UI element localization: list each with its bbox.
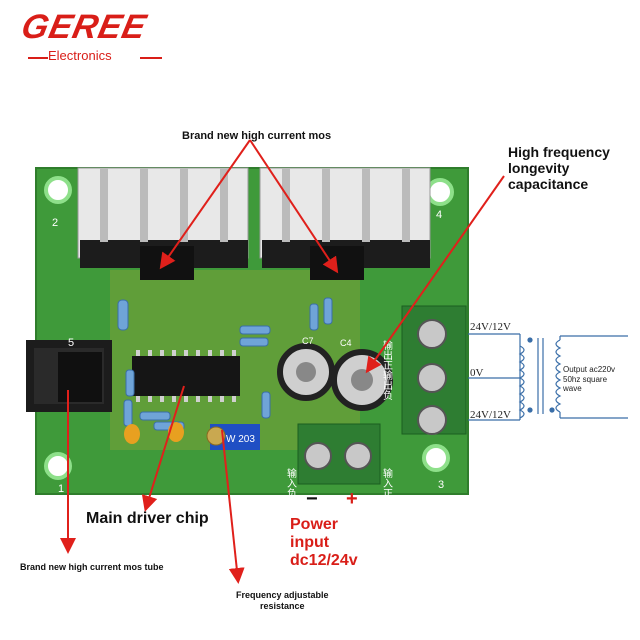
label-mos-tube: Brand new high current mos tube [20,562,164,572]
label-mos-top: Brand new high current mos [182,130,332,142]
label-power-2: input [290,534,330,551]
label-power-3: dc12/24v [290,552,358,569]
pot-label: W 203 [226,434,255,445]
transformer-output-1: Output ac220v [563,365,615,374]
mos-5-label: 5 [68,337,74,349]
brand-subtitle: Electronics [48,48,112,63]
label-freq-1: Frequency adjustable [236,590,329,600]
label-freq-2: resistance [260,601,305,611]
label-power-input: Power input dc12/24v [290,516,358,570]
plus-sign: + [346,488,358,510]
corner-3: 3 [438,479,444,491]
mounting-holes [44,176,454,480]
brand-logo: GEREE Electronics [8,6,208,66]
output-terminal-block [401,305,467,435]
label-capacitance: High frequency longevity capacitance [508,144,610,192]
label-power-1: Power [290,516,339,533]
transformer-output-3: wave [562,384,582,393]
label-driver-chip: Main driver chip [86,510,209,527]
transformer-schematic [468,333,628,421]
transformer-left-top: 24V/12V [470,321,511,333]
corner-1: 1 [58,483,64,495]
logo-line-right [140,57,162,59]
annotation-arrows [60,139,505,584]
input-pos-silk: 输入正 [381,467,393,498]
input-terminal-block [297,423,381,485]
cap-c4-label: C4 [340,338,352,348]
transformer-output-2: 50hz square [563,375,608,384]
driver-chip [132,356,240,396]
logo-line-left [28,57,48,59]
label-capacitance-3: capacitance [508,176,589,192]
transformer-left-bottom: 24V/12V [470,409,511,421]
minus-sign: − [306,488,318,510]
cap-c7-label: C7 [302,336,314,346]
corner-2: 2 [52,217,58,229]
transformer-left-mid: 0V [470,367,484,379]
label-capacitance-2: longevity [508,160,570,176]
top-heatsinks [77,167,431,280]
output-silk: 输出正输出负 [381,339,393,401]
label-capacitance-1: High frequency [508,144,610,160]
label-freq-resistance: Frequency adjustable resistance [236,590,329,612]
corner-4: 4 [436,209,442,221]
input-neg-silk: 输入负 [285,467,297,499]
